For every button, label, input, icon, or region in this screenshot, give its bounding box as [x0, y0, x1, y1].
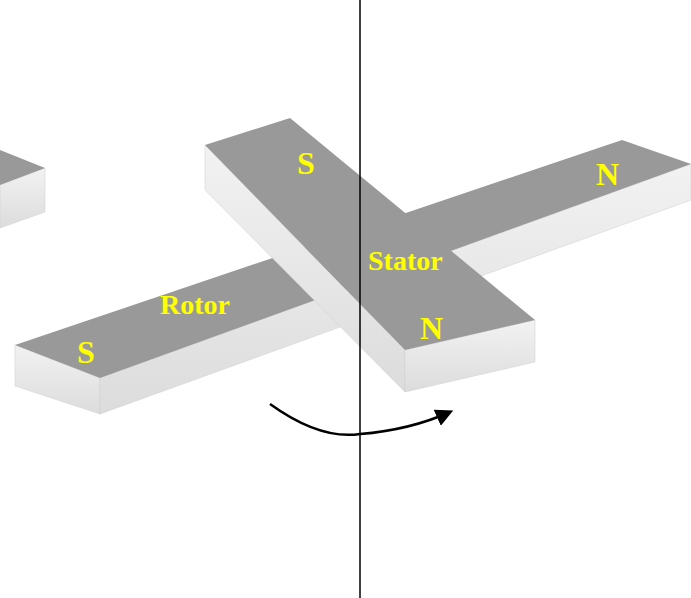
part-name: Rotor	[160, 291, 230, 319]
pole-label: S	[77, 336, 95, 368]
part-name: Stator	[368, 247, 443, 275]
pole-label: N	[596, 158, 619, 190]
rotation-arrow	[270, 404, 450, 435]
stator-bar	[205, 118, 535, 392]
pole-label: N	[420, 312, 443, 344]
partial-magnet	[0, 150, 45, 228]
rotation-axis	[359, 0, 361, 598]
pole-label: S	[297, 147, 315, 179]
